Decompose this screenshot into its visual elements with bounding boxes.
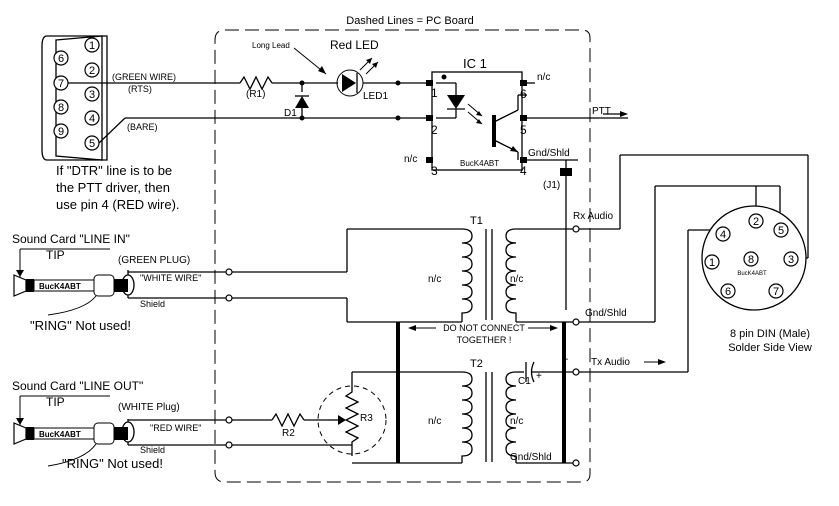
rts-label: (RTS) [128,84,152,94]
din-connector: 4 2 5 3 1 8 6 7 BucK4ABT [701,205,807,311]
d1-diode [295,96,309,108]
t1-label: T1 [470,215,483,227]
t2-nc-left: n/c [428,416,441,427]
din-caption-2: Solder Side View [728,342,812,354]
din-pin-7: 7 [773,286,779,298]
line-out-tip: TIP [46,395,65,409]
db9-pin-9: 9 [58,126,64,138]
line-in-ring-note: "RING" Not used! [30,318,131,333]
ic1-optocoupler: BucK4ABT [431,71,527,171]
din-pin-2: 2 [753,216,759,228]
t1-transformer [461,228,517,322]
c1-plus: + [536,371,542,382]
r3-label: R3 [360,413,373,424]
do-not-connect-line-1: DO NOT CONNECT [443,323,525,333]
db9-pin-3: 3 [89,89,95,101]
ic1-pin-2: 2 [431,123,438,137]
r3-potentiometer [344,380,360,456]
din-pin-5: 5 [778,225,784,237]
line-in-plug-maker: BucK4ABT [39,282,81,291]
j1-label: (J1) [543,180,560,191]
din-maker: BucK4ABT [737,271,767,277]
db9-pin-5: 5 [89,138,95,150]
r1-label: (R1) [246,89,265,100]
line-in-plug-label: (GREEN PLUG) [118,255,190,266]
c1-minus: - [565,354,568,365]
c1-label: C1 [518,376,531,387]
ic1-maker: BucK4ABT [460,159,499,168]
r2-label: R2 [282,428,295,439]
line-in-plug: BucK4ABT [13,274,128,297]
t1-nc-left: n/c [428,274,441,285]
t2-nc-right: n/c [510,416,523,427]
do-not-connect-line-2: TOGETHER ! [457,335,512,345]
line-out-shield: Shield [140,445,165,455]
line-out-ring-note: "RING" Not used! [62,456,163,471]
d1-label: D1 [284,108,297,119]
ic1-gnd-shld: Gnd/Shld [528,148,570,159]
red-led-label: Red LED [330,38,379,52]
db9-pin-1: 1 [89,40,95,52]
t2-label: T2 [470,358,483,370]
t2-gnd-shld: Gnd/Shld [510,452,552,463]
gnd-shld-label: Gnd/Shld [585,308,627,319]
board-title: Dashed Lines = PC Board [346,15,474,27]
line-in-title: Sound Card "LINE IN" [12,232,130,246]
line-out-plug: BucK4ABT [13,422,128,445]
line-out-plug-label: (WHITE Plug) [118,402,180,413]
ic1-label: IC 1 [463,56,487,71]
din-pin-1: 1 [709,257,715,269]
dtr-note-line-2: the PTT driver, then [56,180,170,195]
din-pin-4: 4 [720,229,726,241]
line-in-white-wire: "WHITE WIRE" [140,273,201,283]
db9-pin-2: 2 [89,65,95,77]
bare-label: (BARE) [127,122,158,132]
r3-outline [317,385,387,455]
ic1-pin-3: 3 [431,164,438,178]
pin3-nc: n/c [404,154,417,165]
db9-pin-8: 8 [58,102,64,114]
pin6-nc: n/c [537,72,550,83]
t1-nc-right: n/c [510,274,523,285]
long-lead-label: Long Lead [252,41,290,50]
dtr-note-line-1: If "DTR" line is to be [56,163,172,178]
line-out-plug-maker: BucK4ABT [39,430,81,439]
db9-pin-6: 6 [58,53,64,65]
ptt-label: PTT [592,106,611,117]
line-out-red-wire: "RED WIRE" [150,423,201,433]
green-wire-label: (GREEN WIRE) [112,72,176,82]
ic1-pin-4: 4 [520,164,527,178]
db9-pin-4: 4 [89,113,95,125]
line-in-shield: Shield [140,299,165,309]
led1-label: LED1 [363,91,388,102]
line-in-tip: TIP [46,248,65,262]
r2-resistor [271,412,305,428]
line-out-title: Sound Card "LINE OUT" [12,379,143,393]
dtr-note-line-3: use pin 4 (RED wire). [56,197,180,212]
rx-audio-label: Rx Audio [573,211,613,222]
ic1-pin-6: 6 [520,87,527,101]
db9-pin-7: 7 [58,78,64,90]
din-pin-6: 6 [725,286,731,298]
tx-audio-label: Tx Audio [591,357,630,368]
din-caption-1: 8 pin DIN (Male) [730,328,810,340]
din-pin-8: 8 [748,254,754,266]
din-pin-3: 3 [788,254,794,266]
db9-connector: 1 2 3 4 5 6 7 8 9 [41,35,108,161]
ic1-pin-5: 5 [520,123,527,137]
pc-board-outline [214,29,591,483]
r1-resistor [239,75,273,91]
ic1-pin-1: 1 [431,86,438,100]
t2-transformer [461,371,517,463]
